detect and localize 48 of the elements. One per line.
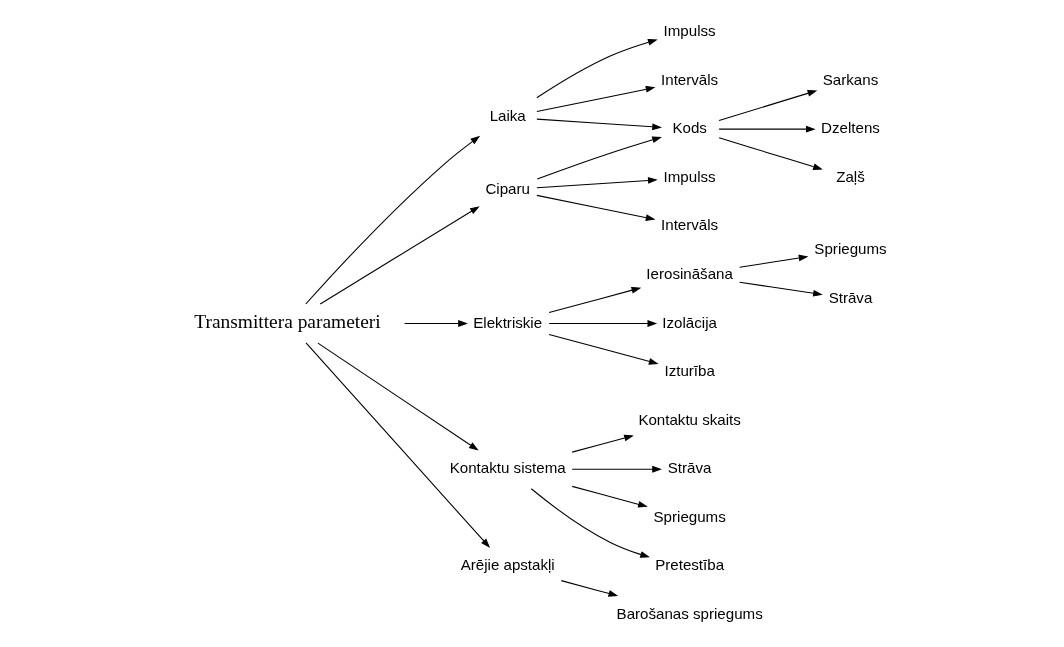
node-text: Elektriskie [473,313,543,331]
arrow [536,136,662,180]
arrow [319,206,480,305]
arrow [718,125,816,133]
arrow [560,580,619,597]
arrow [571,465,662,473]
arrow [536,85,656,113]
node-text: Impulss [663,21,716,39]
arrow [548,286,642,314]
node-text: Spriegums [653,507,726,525]
node-text: Kontaktu skaits [638,410,741,428]
node-text: Intervāls [661,70,719,88]
node-text: Spriegums [814,240,887,258]
arrow [548,333,659,365]
arrow [530,488,650,558]
arrow [404,320,468,327]
node-text: Izturība [664,362,715,380]
arrow [718,90,818,121]
arrow [571,434,634,453]
arrow [739,254,809,268]
arrow [305,342,491,549]
arrow [305,135,481,305]
node-text: Strāva [667,459,712,477]
arrow [317,342,479,451]
node-text: Kontaktu sistema [449,459,566,477]
node-text: Intervāls [661,216,719,234]
node-text: Strāva [828,288,873,306]
arrow [739,281,823,297]
node-text: Zaļš [836,167,865,185]
node-text: Izolācija [662,313,717,331]
node-text: Barošanas spriegums [616,605,763,622]
node-text: Ciparu [485,179,530,197]
node-text: Ierosināšana [646,264,733,282]
node-text: Sarkans [822,70,879,88]
node-text: Kods [672,119,707,137]
node-text: Transmittera parameteri [194,311,381,333]
node-text: Dzeltens [821,119,880,137]
node-text: Arējie apstakļi [460,556,555,574]
arrow [536,118,662,131]
node-text: Impulss [663,167,716,185]
node-text: Pretestība [655,556,725,574]
arrow [536,38,658,99]
node-text: Laika [489,107,526,125]
arrow [536,177,658,189]
arrow [571,485,648,508]
arrow [718,137,823,170]
arrow [536,194,656,221]
arrow [548,320,658,327]
